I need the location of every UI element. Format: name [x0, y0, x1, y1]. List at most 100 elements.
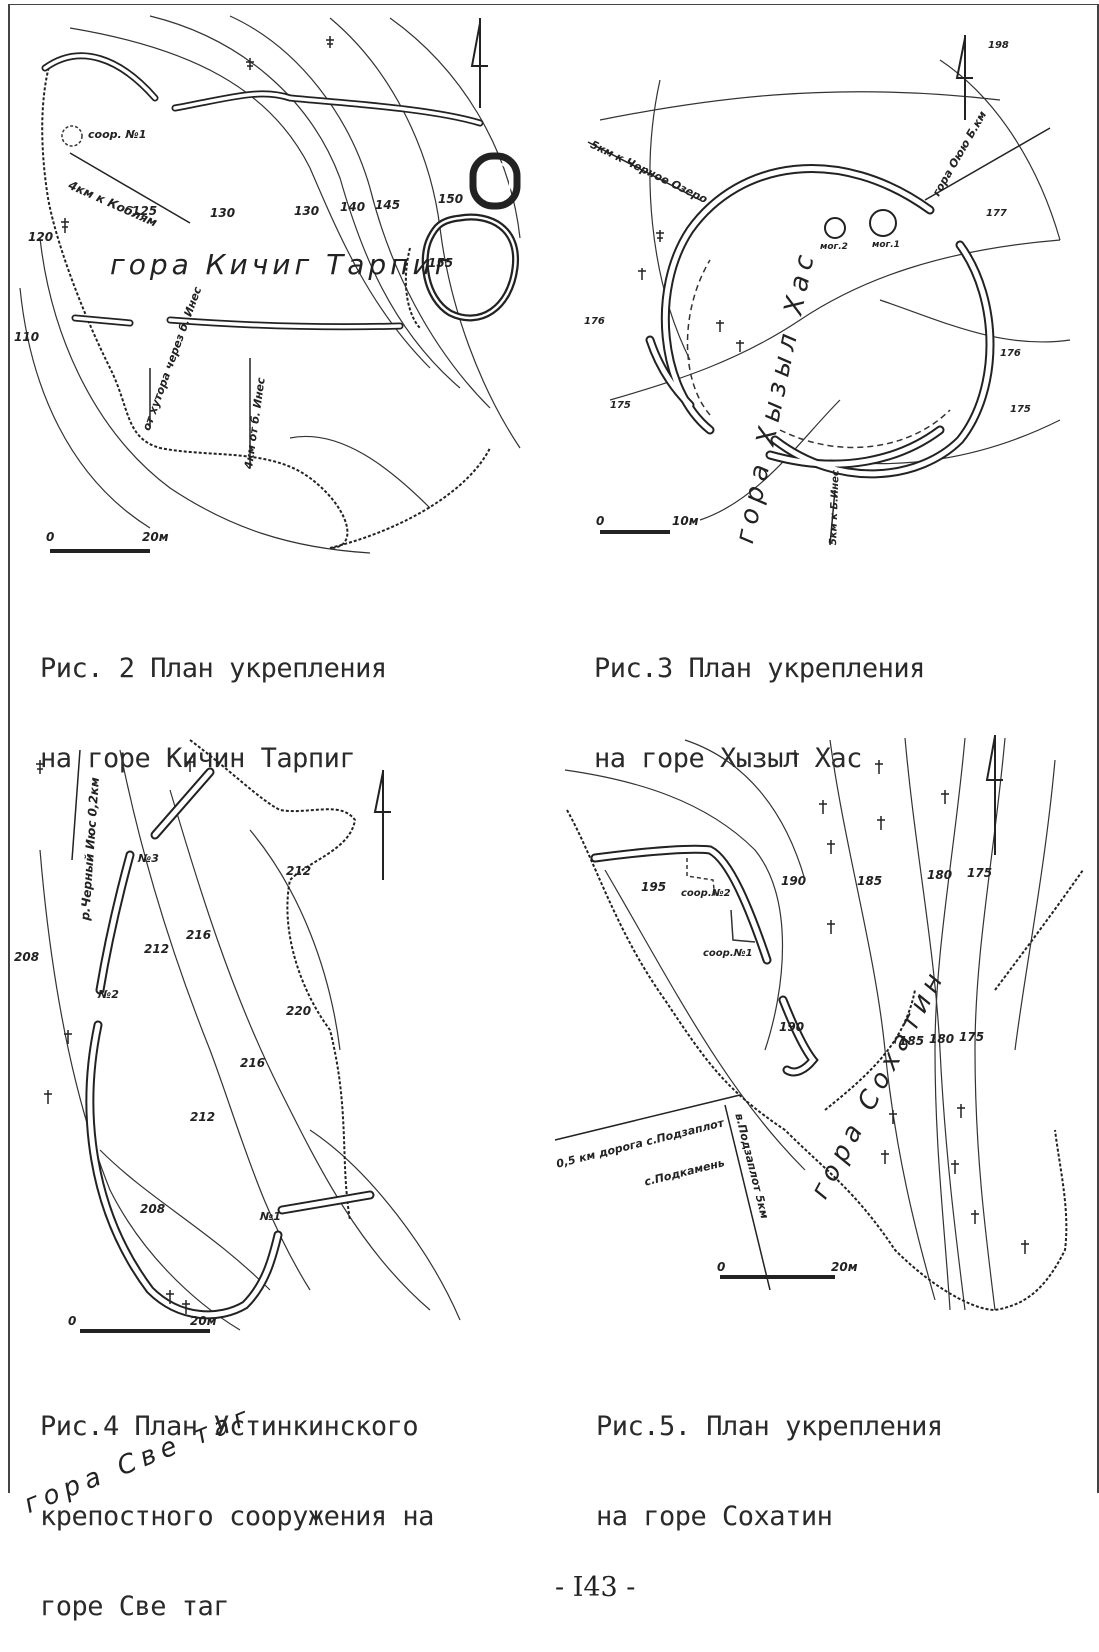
structure-number: №2	[98, 988, 119, 1001]
slope-outline	[41, 62, 491, 549]
rampart	[590, 844, 772, 965]
burial-mound	[869, 209, 897, 237]
figure-4-map	[36, 739, 461, 1333]
caption-line: Рис.5. План укрепления	[596, 1411, 943, 1442]
elevation-label: 176	[1000, 348, 1021, 359]
figure-5-caption: Рис.5. План укрепления на горе Сохатин	[596, 1352, 943, 1562]
tree-icon	[638, 230, 744, 352]
elevation-label: 195	[641, 880, 667, 894]
elevation-label: 120	[28, 230, 54, 244]
figure-5: гора Сохатин соор.№2 соор.№1 0,5 км доро…	[554, 730, 1085, 1320]
elevation-label: 145	[375, 198, 401, 212]
elevation-label: 208	[14, 950, 40, 964]
page-number: - I43 -	[555, 1572, 636, 1603]
slope-outline	[994, 869, 1084, 991]
road-line	[69, 152, 191, 224]
structure-outline	[686, 858, 716, 899]
contour-line	[119, 749, 311, 1291]
slope-outline	[404, 247, 421, 329]
caption-line: Рис. 2 План укрепления	[40, 653, 387, 684]
scale-end: 10м	[672, 514, 699, 528]
caption-line: горе Све таг	[40, 1591, 230, 1622]
scale-end: 20м	[142, 530, 169, 544]
elevation-label: 130	[210, 206, 236, 220]
contour-line	[39, 237, 371, 554]
contour-line	[699, 399, 841, 521]
caption-line: Рис.4 План Устинкинского	[40, 1411, 419, 1442]
contour-line	[934, 737, 966, 1311]
elevation-label: 175	[610, 400, 631, 411]
elevation-label: 216	[186, 928, 212, 942]
figure-3-map	[587, 35, 1071, 546]
north-arrow-icon	[373, 770, 391, 880]
contour-line	[974, 737, 1006, 1311]
elevation-label: 175	[967, 866, 993, 880]
north-arrow-icon	[470, 18, 488, 108]
tree-icon	[791, 750, 1029, 1254]
contour-line	[1014, 759, 1056, 1051]
structure-label: соор. №1	[88, 128, 147, 141]
contour-line	[19, 287, 151, 529]
elevation-label: 216	[240, 1056, 266, 1070]
mound-label: мог.2	[820, 242, 848, 252]
contour-line	[149, 15, 461, 389]
elevation-label: 212	[190, 1110, 216, 1124]
road-line	[724, 1104, 771, 1291]
caption-line: на горе Хызыл Хас	[594, 743, 862, 774]
elevation-label: 150	[438, 192, 464, 206]
elevation-label: 110	[14, 330, 40, 344]
mountain-label: гора Кичиг Тарпиг	[110, 248, 454, 281]
road-line	[829, 489, 836, 546]
elevation-label: 175	[1010, 404, 1031, 415]
elevation-label: 185	[857, 874, 883, 888]
scale-end: 20м	[190, 1314, 217, 1328]
contour-line	[604, 869, 806, 1171]
scale-start: 0	[46, 530, 55, 544]
summit-enclosure	[421, 152, 521, 322]
caption-line: крепостного сооружения на	[40, 1501, 434, 1532]
contour-line	[229, 15, 491, 409]
elevation-label: 190	[781, 874, 807, 888]
contour-line	[649, 79, 691, 361]
scale-end: 20м	[831, 1260, 858, 1274]
contour-line	[249, 829, 341, 1051]
contour-line	[829, 739, 936, 1301]
tree-icon	[36, 758, 194, 1314]
road-line	[554, 1094, 741, 1141]
contour-line	[99, 1149, 271, 1291]
rampart	[41, 52, 159, 102]
inner-dashed	[686, 259, 711, 416]
elevation-label: 198	[988, 40, 1009, 51]
elevation-label: 130	[294, 204, 320, 218]
elevation-label: 180	[929, 1032, 955, 1046]
figure-3-caption: Рис.3 План укрепления на горе Хызыл Хас	[594, 594, 925, 804]
figure-5-map	[554, 735, 1084, 1312]
contour-line	[684, 739, 806, 881]
structure-label: соор.№1	[703, 948, 753, 959]
inner-dashed	[779, 409, 951, 449]
figure-2-caption: Рис. 2 План укрепления на горе Кичин Тар…	[40, 594, 387, 804]
north-arrow-icon	[985, 735, 1003, 855]
elevation-label: 155	[428, 256, 454, 270]
caption-line: Рис.3 План укрепления	[594, 653, 925, 684]
slope-outline	[189, 739, 357, 1221]
figure-4: гора Све таг р.Черный Июс 0,2км №3 №2 №1…	[10, 730, 510, 1520]
contour-line	[309, 1129, 461, 1321]
contour-line	[389, 17, 521, 239]
contour-line	[879, 299, 1071, 343]
burial-mound	[824, 217, 846, 239]
structure-label: соор.№2	[681, 888, 731, 899]
tree-icon	[61, 36, 334, 233]
figure-2: гора Кичиг Тарпиг соор. №1 4км к Коблям …	[10, 8, 530, 568]
contour-line	[599, 91, 1001, 121]
contour-line	[169, 789, 431, 1311]
road-line	[924, 127, 1051, 201]
elevation-label: 177	[986, 208, 1007, 219]
elevation-label: 190	[779, 1020, 805, 1034]
structure-outline	[730, 909, 756, 943]
road-line	[587, 141, 701, 201]
elevation-label: 140	[340, 200, 366, 214]
page-frame	[8, 4, 1099, 1493]
contour-line	[329, 17, 521, 449]
structure-number: №1	[260, 1210, 281, 1223]
